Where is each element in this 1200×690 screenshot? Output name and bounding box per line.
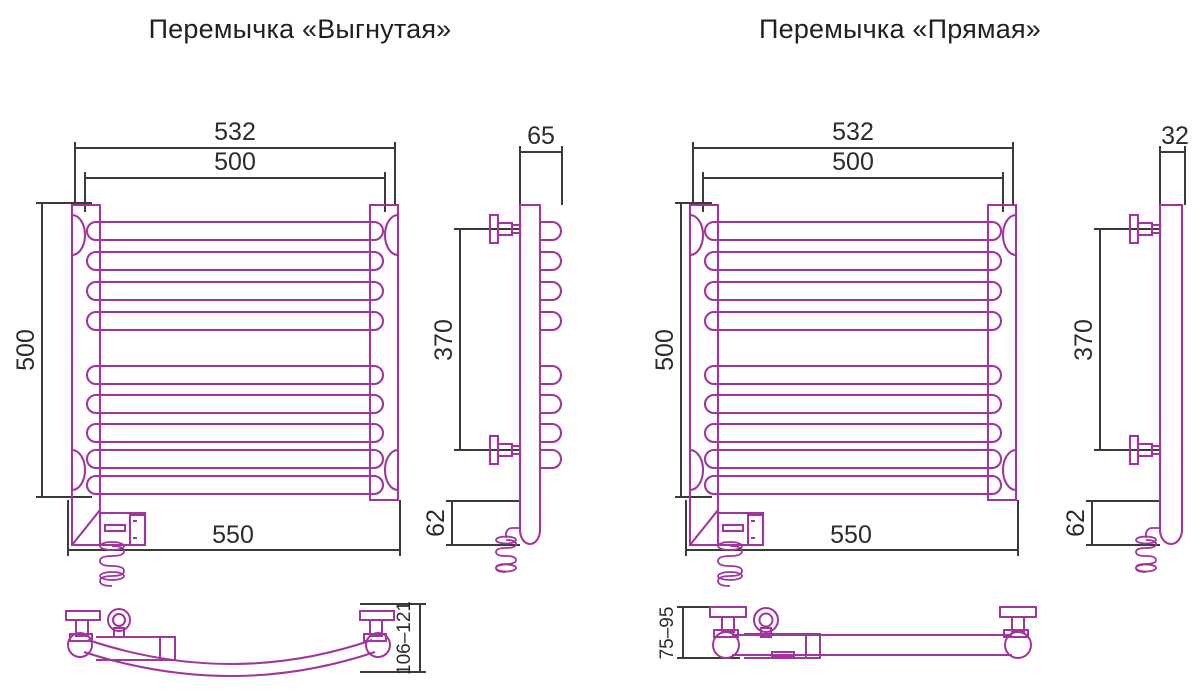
power-cable-curved bbox=[99, 541, 125, 587]
right-collector-straight bbox=[986, 203, 1018, 502]
dim-500w-left bbox=[84, 172, 386, 212]
straight-bridge-profile bbox=[709, 606, 1037, 659]
dim-label-75-95: 75–95 bbox=[657, 607, 678, 660]
side-lower-rail-ends-curved bbox=[540, 364, 563, 470]
plan-view-curved: 106–121 bbox=[65, 601, 426, 677]
dim-label-32: 32 bbox=[1161, 122, 1189, 150]
dim-label-500w-left: 500 bbox=[214, 148, 256, 176]
dim-500h-right bbox=[675, 202, 712, 498]
dim-532-left bbox=[74, 142, 396, 205]
dim-370-right bbox=[1094, 228, 1160, 451]
dim-label-62-right: 62 bbox=[1062, 509, 1090, 537]
side-power-cable-curved bbox=[495, 527, 520, 573]
dim-500h-left bbox=[36, 202, 92, 498]
front-view-curved: 532 500 500 550 bbox=[12, 118, 401, 587]
wall-bracket-upper-straight bbox=[1128, 213, 1162, 245]
side-view-curved: 65 370 62 bbox=[422, 122, 563, 573]
heating-element-straight bbox=[689, 509, 765, 547]
dim-32 bbox=[1159, 146, 1186, 205]
wall-bracket-upper-curved bbox=[488, 213, 522, 245]
dim-532-right bbox=[692, 142, 1014, 205]
dim-label-500w-right: 500 bbox=[832, 148, 874, 176]
dim-label-532-left: 532 bbox=[214, 118, 256, 146]
dim-62-left bbox=[446, 500, 520, 546]
drawing-title-straight: Перемычка «Прямая» bbox=[759, 14, 1041, 44]
dim-label-500h-left: 500 bbox=[12, 329, 40, 371]
dim-500w-right bbox=[702, 172, 1004, 212]
side-profile-straight bbox=[1158, 203, 1184, 545]
upper-rail-group-curved bbox=[85, 220, 385, 332]
wall-bracket-lower-straight bbox=[1128, 434, 1162, 466]
dim-label-500h-right: 500 bbox=[651, 329, 679, 371]
dim-label-106-121: 106–121 bbox=[394, 601, 415, 675]
dim-label-62-left: 62 bbox=[422, 509, 450, 537]
lower-rail-group-curved bbox=[85, 364, 385, 496]
heating-element-curved bbox=[71, 509, 147, 547]
dim-label-65: 65 bbox=[527, 122, 555, 150]
side-view-straight: 32 370 62 bbox=[1062, 122, 1189, 573]
power-cable-straight bbox=[717, 541, 743, 587]
plan-view-straight: 75–95 bbox=[657, 606, 1037, 660]
dim-62-right bbox=[1086, 500, 1160, 546]
side-power-cable-straight bbox=[1135, 527, 1160, 573]
right-collector-curved bbox=[368, 203, 400, 502]
drawing-title-curved: Перемычка «Выгнутая» bbox=[148, 14, 452, 44]
upper-rail-group-straight bbox=[703, 220, 1003, 332]
side-profile-curved bbox=[518, 203, 542, 545]
dim-label-370-right: 370 bbox=[1070, 319, 1098, 361]
side-upper-rail-ends-curved bbox=[540, 220, 563, 332]
dim-label-532-right: 532 bbox=[832, 118, 874, 146]
front-view-straight: 532 500 500 550 bbox=[651, 118, 1019, 587]
dim-label-370-left: 370 bbox=[430, 319, 458, 361]
dim-label-550-left: 550 bbox=[212, 521, 254, 549]
lower-rail-group-straight bbox=[703, 364, 1003, 496]
dim-label-550-right: 550 bbox=[830, 521, 872, 549]
wall-bracket-lower-curved bbox=[488, 434, 522, 466]
curved-bridge-profile bbox=[65, 608, 395, 677]
dim-65 bbox=[519, 146, 563, 205]
dim-370-left bbox=[454, 228, 520, 451]
dim-106-121 bbox=[360, 603, 426, 673]
